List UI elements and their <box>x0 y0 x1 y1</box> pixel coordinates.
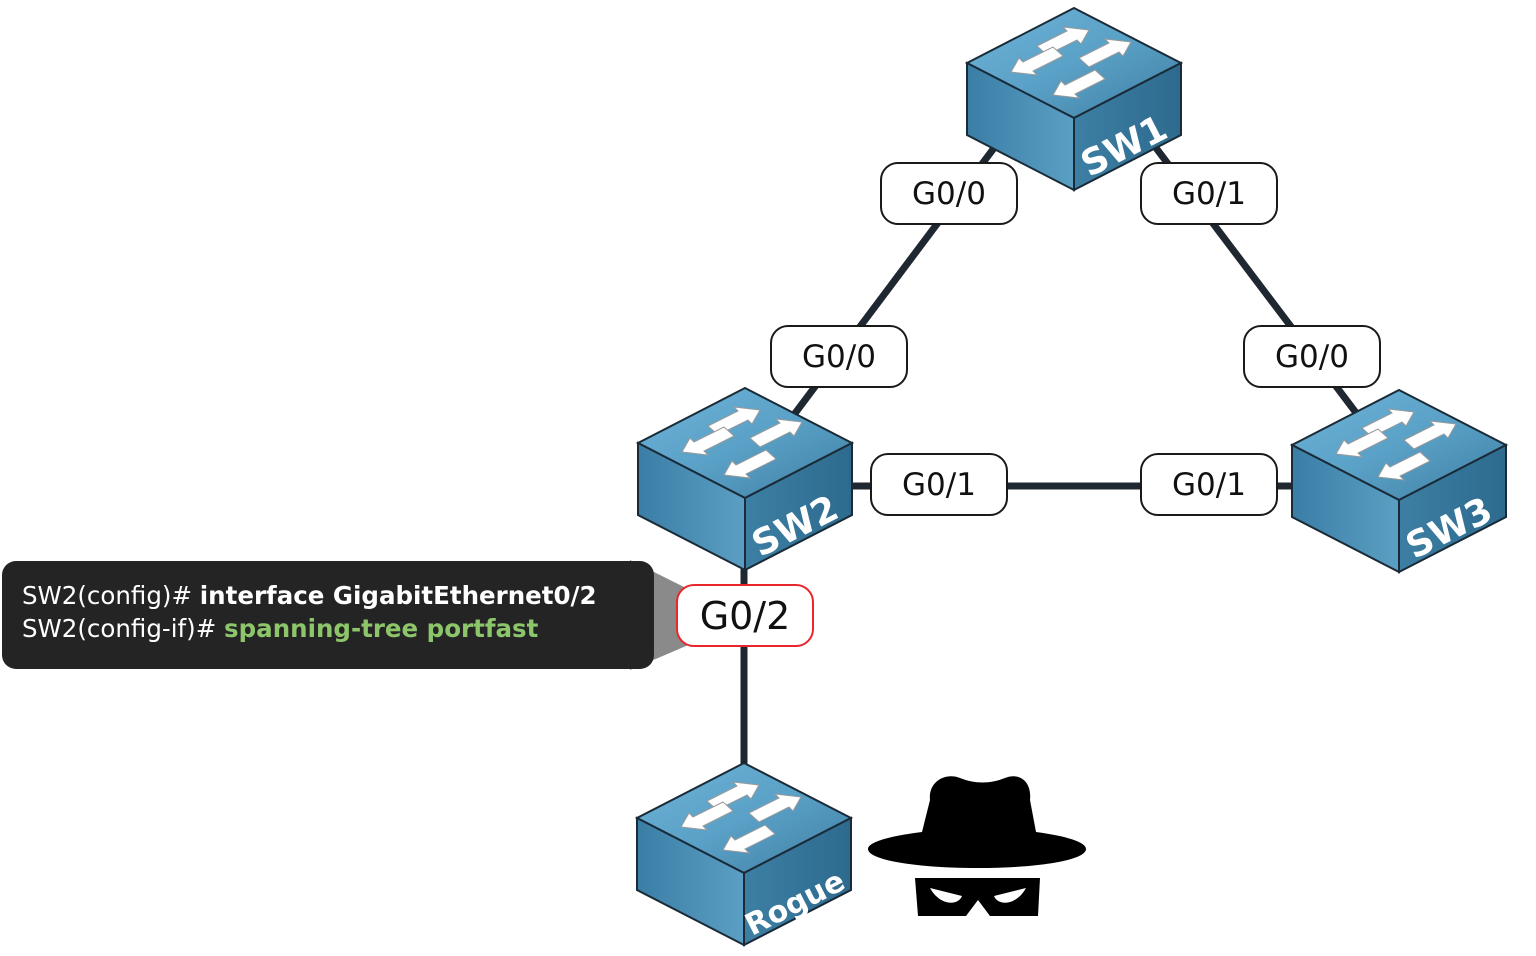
cli-callout: SW2(config)# interface GigabitEthernet0/… <box>2 561 654 669</box>
label-sw2-g01: G0/1 <box>870 453 1008 516</box>
cli-line-1: SW2(config)# interface GigabitEthernet0/… <box>22 579 654 612</box>
cli-prompt-2: SW2(config-if)# <box>22 614 225 643</box>
hacker-icon <box>868 776 1086 916</box>
cli-prompt-1: SW2(config)# <box>22 581 200 610</box>
label-sw3-g01: G0/1 <box>1140 453 1278 516</box>
label-sw2-g00: G0/0 <box>770 325 908 388</box>
cli-line-2: SW2(config-if)# spanning-tree portfast <box>22 612 654 645</box>
label-sw3-g00: G0/0 <box>1243 325 1381 388</box>
label-sw2-g02-highlighted: G0/2 <box>676 584 814 647</box>
cli-command-2: spanning-tree portfast <box>224 614 539 643</box>
switch-sw2[interactable]: SW2 <box>637 387 853 571</box>
switch-rogue[interactable]: Rogue <box>636 762 852 946</box>
switch-sw3[interactable]: SW3 <box>1291 389 1507 573</box>
label-sw1-g01: G0/1 <box>1140 162 1278 225</box>
cli-command-1: interface GigabitEthernet0/2 <box>199 581 597 610</box>
label-sw1-g00: G0/0 <box>880 162 1018 225</box>
